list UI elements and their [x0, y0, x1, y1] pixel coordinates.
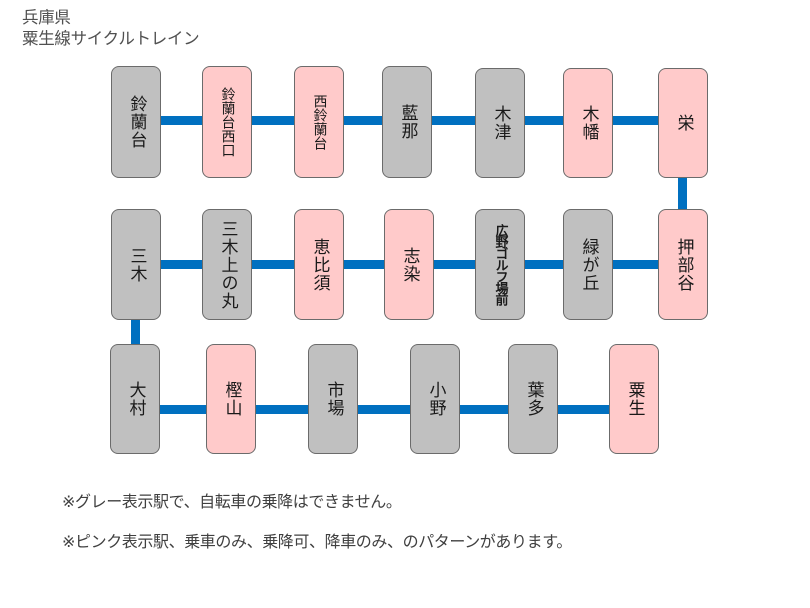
station-name: 小野 [425, 381, 446, 417]
prefecture-title: 兵庫県 [22, 8, 71, 27]
station-name: 粟生 [624, 381, 645, 417]
station[interactable]: 木津 [475, 68, 525, 178]
station-name: 鈴蘭台西口 [219, 87, 236, 157]
station-name: 大村 [125, 381, 146, 417]
track-row-3 [135, 405, 633, 414]
station[interactable]: 大村 [110, 344, 160, 454]
station-name: 志染 [399, 246, 420, 283]
station[interactable]: 小野 [410, 344, 460, 454]
station-name: 西鈴蘭台 [311, 94, 328, 150]
note-gray-stations: ※グレー表示駅で、自転車の乗降はできません。 [62, 492, 402, 511]
station-name: 押部谷 [673, 237, 694, 292]
station[interactable]: 三木上の丸 [202, 209, 252, 320]
station[interactable]: 鈴蘭台 [111, 66, 161, 178]
station-name: 緑が丘 [578, 237, 599, 292]
station-name: 三木上の丸 [217, 219, 238, 310]
station-name: 樫山 [221, 381, 242, 417]
station-name: 葉多 [523, 381, 544, 417]
station[interactable]: 藍那 [382, 66, 432, 178]
station-name: 藍那 [397, 104, 418, 140]
station[interactable]: 葉多 [508, 344, 558, 454]
station[interactable]: 粟生 [609, 344, 659, 454]
station[interactable]: 木幡 [563, 68, 613, 178]
station[interactable]: 恵比須 [294, 209, 344, 320]
station-name: 鈴蘭台 [126, 95, 147, 149]
station[interactable]: 市場 [308, 344, 358, 454]
station[interactable]: 樫山 [206, 344, 256, 454]
station-name: 恵比須 [309, 237, 330, 292]
station[interactable]: 押部谷 [658, 209, 708, 320]
station[interactable]: 西鈴蘭台 [294, 66, 344, 178]
station[interactable]: 緑が丘 [563, 209, 613, 320]
station-name: 木幡 [578, 105, 599, 141]
track-connector-1-2 [678, 170, 687, 215]
station[interactable]: 三木 [111, 209, 161, 320]
station[interactable]: 栄 [658, 68, 708, 178]
note-pink-stations: ※ピンク表示駅、乗車のみ、乗降可、降車のみ、のパターンがあります。 [62, 532, 572, 551]
station-name: 広野ゴルフ場前 [492, 224, 508, 305]
station-name: 木津 [490, 105, 511, 141]
station-name: 三木 [126, 246, 147, 283]
station-name: 市場 [323, 381, 344, 417]
station[interactable]: 志染 [384, 209, 434, 320]
track-connector-2-3 [131, 312, 140, 350]
line-title: 粟生線サイクルトレイン [22, 29, 200, 48]
station[interactable]: 鈴蘭台西口 [202, 66, 252, 178]
station[interactable]: 広野ゴルフ場前 [475, 209, 525, 320]
station-name: 栄 [673, 114, 694, 132]
